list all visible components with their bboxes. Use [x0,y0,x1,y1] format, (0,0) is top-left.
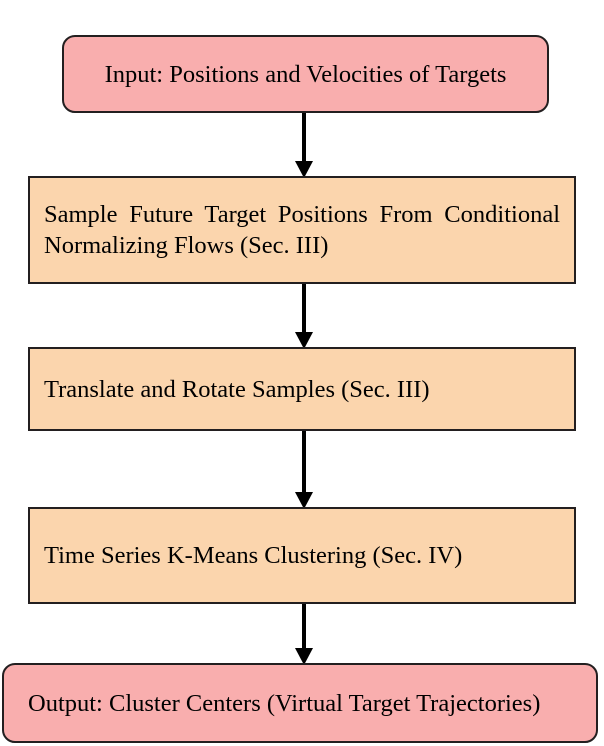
flow-node-kmeans-clustering: Time Series K-Means Clustering (Sec. IV) [28,507,576,604]
flow-node-input-label: Input: Positions and Velocities of Targe… [104,60,507,88]
arrow-shaft [302,283,306,335]
flow-node-translate-rotate: Translate and Rotate Samples (Sec. III) [28,347,576,431]
flow-arrow-cluster-to-output [294,603,314,665]
arrow-head-down-icon [295,492,313,509]
flow-node-sample-future-positions: Sample Future Target Positions From Cond… [28,176,576,284]
flow-arrow-input-to-sample [294,112,314,178]
flow-node-input: Input: Positions and Velocities of Targe… [62,35,549,113]
flow-node-output: Output: Cluster Centers (Virtual Target … [2,663,598,743]
arrow-head-down-icon [295,332,313,349]
flow-arrow-translate-to-cluster [294,430,314,509]
arrow-shaft [302,430,306,494]
flow-arrow-sample-to-translate [294,283,314,349]
flow-node-translate-rotate-label: Translate and Rotate Samples (Sec. III) [44,375,430,403]
arrow-shaft [302,112,306,164]
flow-node-output-label: Output: Cluster Centers (Virtual Target … [28,689,541,717]
arrow-shaft [302,603,306,651]
arrow-head-down-icon [295,161,313,178]
flow-node-sample-future-positions-label: Sample Future Target Positions From Cond… [44,201,560,259]
arrow-head-down-icon [295,648,313,665]
flow-node-kmeans-clustering-label: Time Series K-Means Clustering (Sec. IV) [44,542,463,569]
